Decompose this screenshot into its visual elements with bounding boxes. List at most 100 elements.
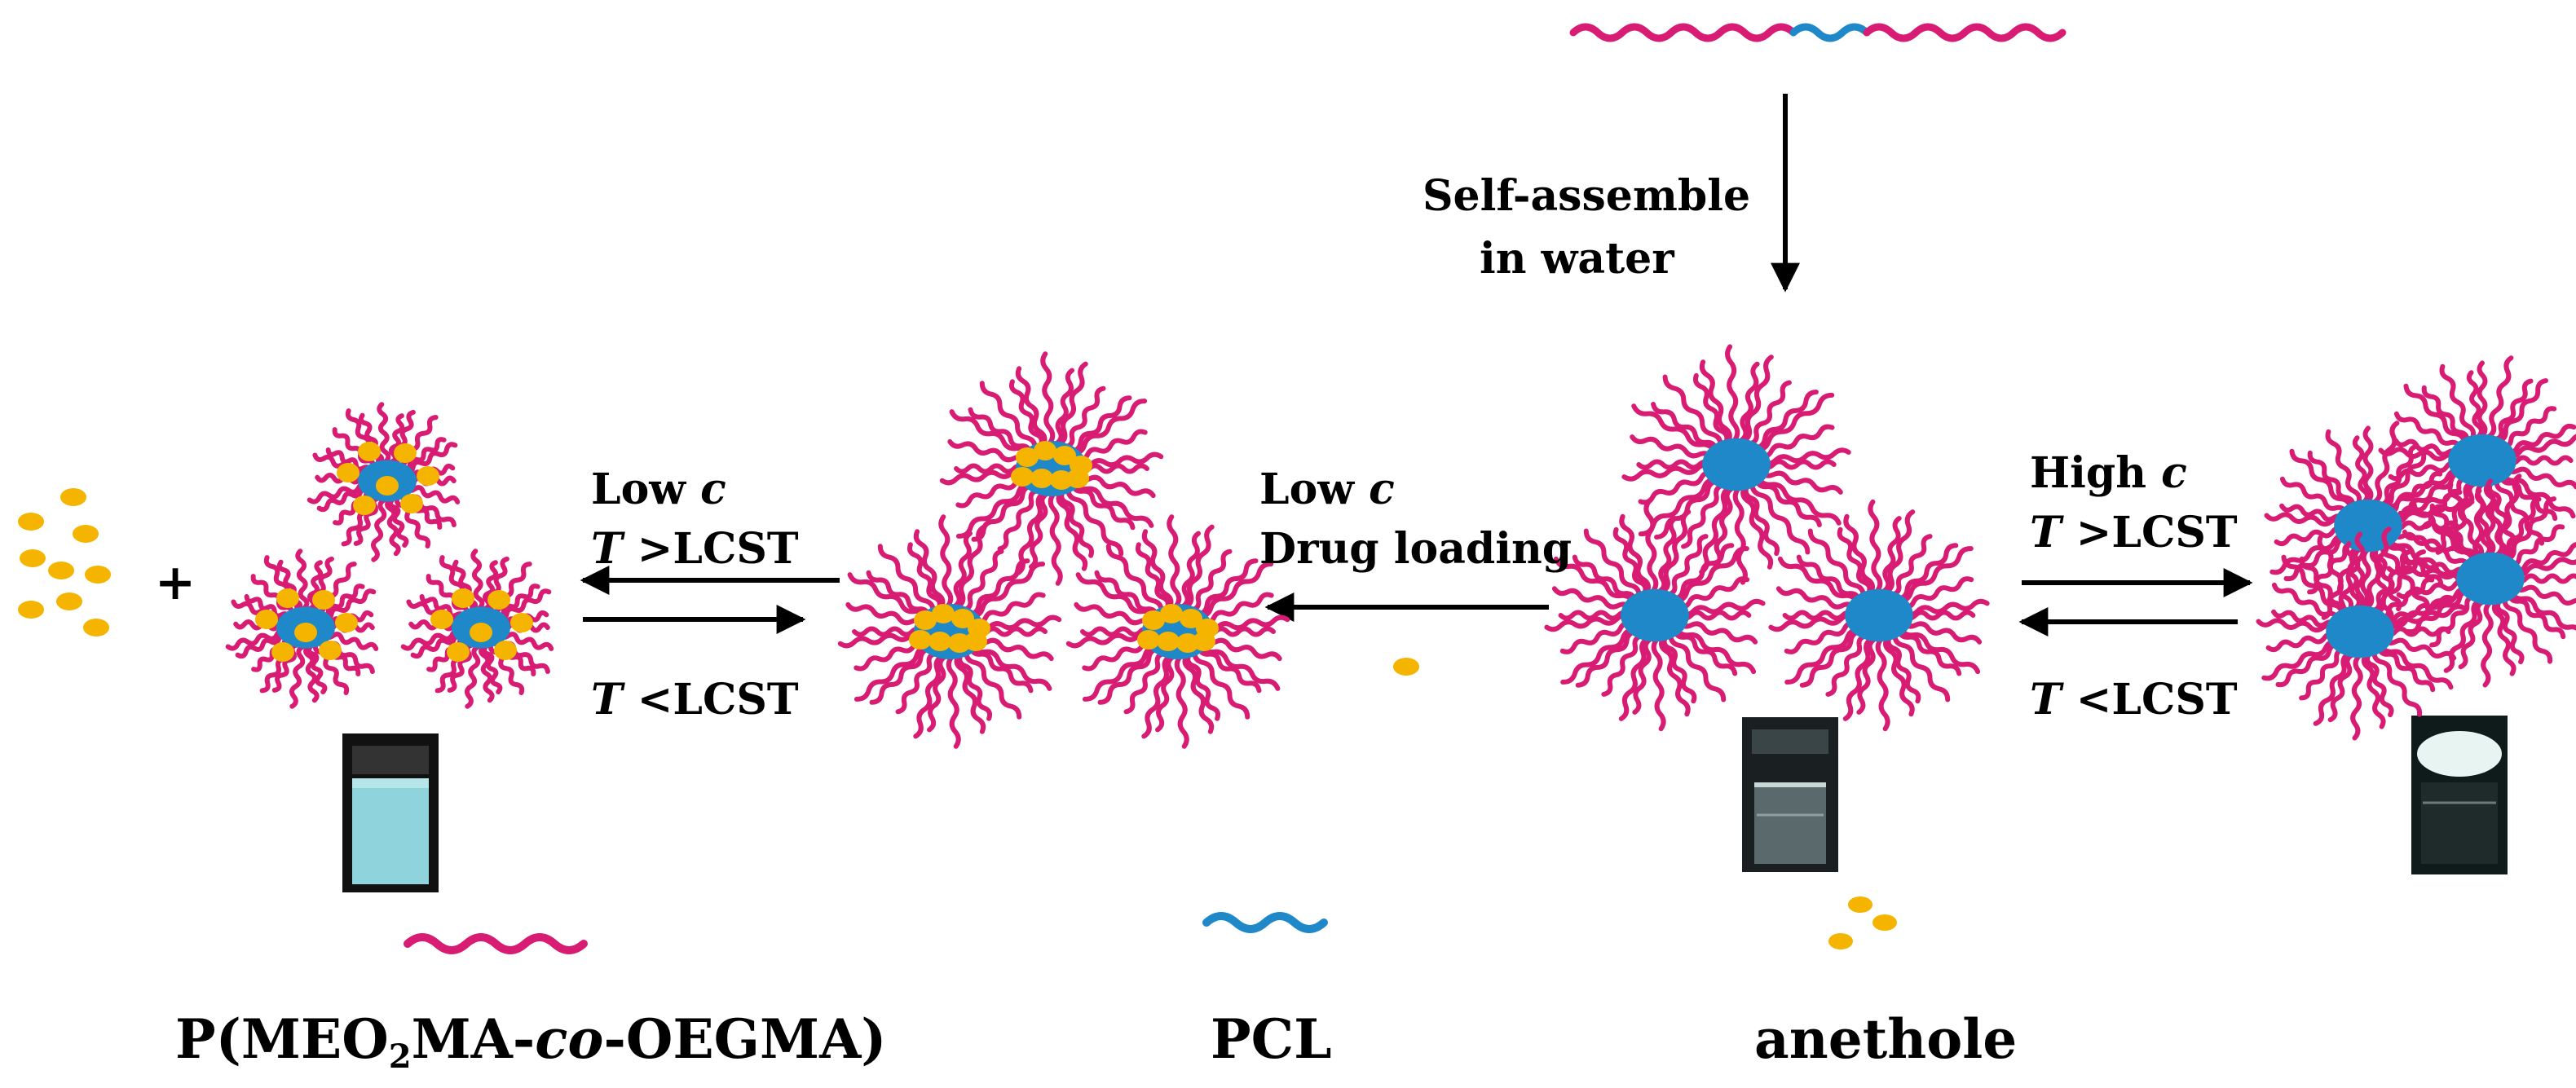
legend-polymer-a-part1: P(MEO — [175, 1007, 389, 1071]
corona-chain — [1870, 502, 1880, 591]
pcl-core — [2448, 434, 2516, 487]
corona-chain — [1051, 495, 1061, 584]
drug-molecule — [964, 632, 987, 651]
left-rev-op: <LCST — [623, 675, 799, 725]
vial-middle — [1742, 717, 1838, 872]
corona-chain — [2507, 458, 2570, 464]
corona-chain — [949, 658, 959, 747]
corona-chain — [2488, 481, 2494, 553]
corona-chain — [2480, 363, 2486, 435]
drug-molecule — [1034, 441, 1056, 460]
left-cond-t: T — [591, 524, 623, 574]
top-block-copolymer — [1573, 27, 2062, 38]
corona-chain — [2358, 534, 2363, 606]
left-cond-line2: T >LCST — [591, 528, 799, 570]
drug-molecule — [1066, 469, 1089, 488]
free-drug-molecule — [85, 566, 111, 584]
pcl-core — [1621, 589, 1689, 642]
corona-chain — [1561, 613, 1630, 619]
drug-molecule — [470, 623, 492, 642]
drug-molecule — [1193, 632, 1215, 651]
corona-chain — [1639, 462, 1711, 468]
free-drug-molecule — [56, 592, 82, 610]
drug-molecule — [337, 463, 359, 482]
corona-chain — [1878, 640, 1888, 729]
loaded-micelle-top — [942, 354, 1161, 584]
right-cond-t: T — [2030, 508, 2062, 557]
drug-molecule — [452, 588, 474, 608]
loaded-micelle-right — [1069, 517, 1287, 747]
drug-molecule — [394, 443, 417, 463]
drug-molecule — [335, 613, 358, 632]
drug-molecule — [932, 604, 955, 623]
drug-molecule — [1157, 632, 1180, 651]
middle-cond-c: c — [1369, 465, 1395, 514]
right-cond-line1: High c — [2030, 452, 2187, 495]
right-cond-reverse: T <LCST — [2030, 679, 2238, 721]
corona-chain — [2353, 656, 2361, 738]
legend-polymer-a-part2: MA- — [412, 1007, 536, 1071]
corona-chain — [1755, 392, 1816, 448]
corona-chain — [2366, 428, 2371, 500]
top-chain-core — [1793, 27, 1867, 38]
free-drug-molecule — [20, 549, 46, 567]
collapsed-micelle-top — [310, 404, 458, 560]
drug-molecule — [1160, 604, 1183, 623]
left-cond-c: c — [700, 465, 726, 514]
right-rev-op: <LCST — [2062, 675, 2238, 725]
drug-molecule — [430, 610, 453, 629]
free-drug-molecule — [60, 488, 86, 506]
corona-chain — [379, 404, 388, 461]
drug-molecule — [1137, 630, 1160, 650]
corona-chain — [1785, 613, 1855, 619]
corona-chain — [1654, 640, 1664, 729]
drug-molecule — [929, 632, 951, 651]
drug-molecule — [1011, 467, 1034, 487]
collapsed-micelle-right — [404, 551, 552, 707]
drug-molecule — [353, 496, 376, 515]
drug-molecule — [400, 494, 423, 513]
corona-chain — [1177, 658, 1187, 747]
vial-right — [2411, 716, 2508, 874]
right-cond-line2: T >LCST — [2030, 512, 2238, 554]
corona-chain — [1646, 502, 1656, 591]
pcl-core — [2326, 606, 2394, 659]
corona-chain — [941, 517, 951, 606]
drug-molecule — [255, 610, 278, 629]
free-drug-molecule — [18, 601, 44, 619]
free-drug-molecule — [83, 619, 109, 637]
legend-pcl-chain — [1206, 916, 1324, 929]
drug-molecule — [319, 641, 342, 660]
drug-molecule — [494, 641, 517, 660]
right-cond-c: c — [2161, 448, 2187, 498]
corona-chain — [1169, 517, 1179, 606]
plus-sign: + — [155, 554, 196, 611]
legend-pcl-label: PCL — [1211, 1012, 1332, 1066]
right-cond-prefix: High — [2030, 448, 2161, 498]
drug-molecule — [376, 476, 399, 496]
right-rev-t: T — [2030, 675, 2062, 725]
middle-cond-line2: Drug loading — [1259, 528, 1572, 570]
drug-molecule — [312, 590, 335, 610]
pcl-core — [1845, 589, 1913, 642]
drug-molecule — [447, 642, 470, 662]
corona-chain — [1043, 354, 1052, 443]
free-drug-molecule — [73, 525, 99, 543]
legend-polymer-a-label: P(MEO2MA-co-OEGMA) — [175, 1012, 887, 1073]
corona-chain — [1736, 489, 1745, 582]
empty-micelle-right — [1771, 502, 1987, 729]
legend-drug-label: anethole — [1754, 1012, 2017, 1066]
free-drug-molecule — [18, 513, 44, 531]
drug-molecule — [510, 613, 533, 632]
pcl-core — [2456, 553, 2525, 606]
in-water-label: in water — [1480, 238, 1674, 280]
free-drug-molecule — [48, 562, 74, 579]
free-drug-molecule — [1393, 658, 1419, 676]
self-assemble-label: Self-assemble — [1423, 175, 1750, 218]
corona-chain — [2384, 629, 2448, 635]
loaded-micelle-left — [840, 517, 1059, 747]
legend-polymer-a-italic: co — [535, 1007, 603, 1071]
legend-polymer-a-sub: 2 — [389, 1037, 412, 1076]
corona-chain — [1727, 346, 1737, 439]
